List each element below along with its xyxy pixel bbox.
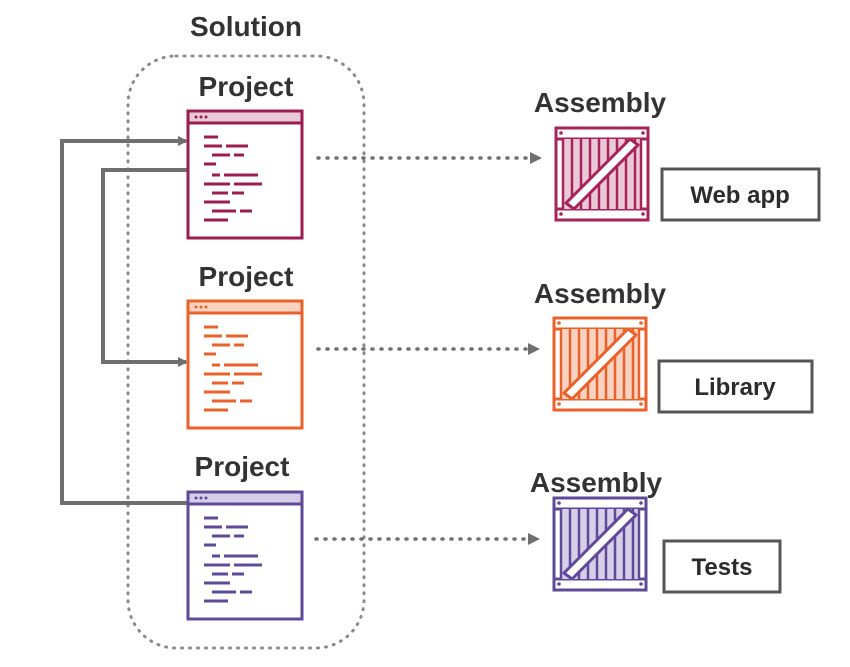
project-label: Project	[199, 71, 294, 102]
code-file-icon	[186, 109, 304, 240]
project-webapp: Project	[186, 71, 304, 240]
project-library: Project	[186, 261, 304, 430]
output-label-text: Web app	[690, 182, 790, 209]
project-label: Project	[195, 451, 290, 482]
code-file-icon	[186, 490, 304, 621]
crate-icon	[554, 126, 650, 222]
solution-boundary	[126, 54, 366, 650]
reference-arrow-webapp-to-library	[101, 168, 190, 367]
crate-icon	[552, 496, 648, 592]
assembly-library: Assembly Library	[534, 278, 814, 414]
solution-title: Solution	[190, 11, 302, 42]
output-label-text: Tests	[692, 554, 753, 581]
code-file-icon	[186, 299, 304, 430]
output-label-webapp: Web app	[660, 167, 821, 222]
assembly-label: Assembly	[534, 278, 667, 309]
assembly-label: Assembly	[534, 87, 667, 118]
reference-arrow-tests-to-webapp	[60, 136, 190, 505]
output-label-tests: Tests	[662, 539, 782, 594]
project-label: Project	[199, 261, 294, 292]
assembly-tests: Assembly Tests	[530, 467, 782, 594]
assembly-label: Assembly	[530, 467, 663, 498]
assembly-webapp: Assembly Web app	[534, 87, 821, 222]
output-label-text: Library	[694, 374, 776, 401]
project-tests: Project	[186, 451, 304, 621]
crate-icon	[552, 316, 648, 412]
output-label-library: Library	[657, 359, 814, 414]
